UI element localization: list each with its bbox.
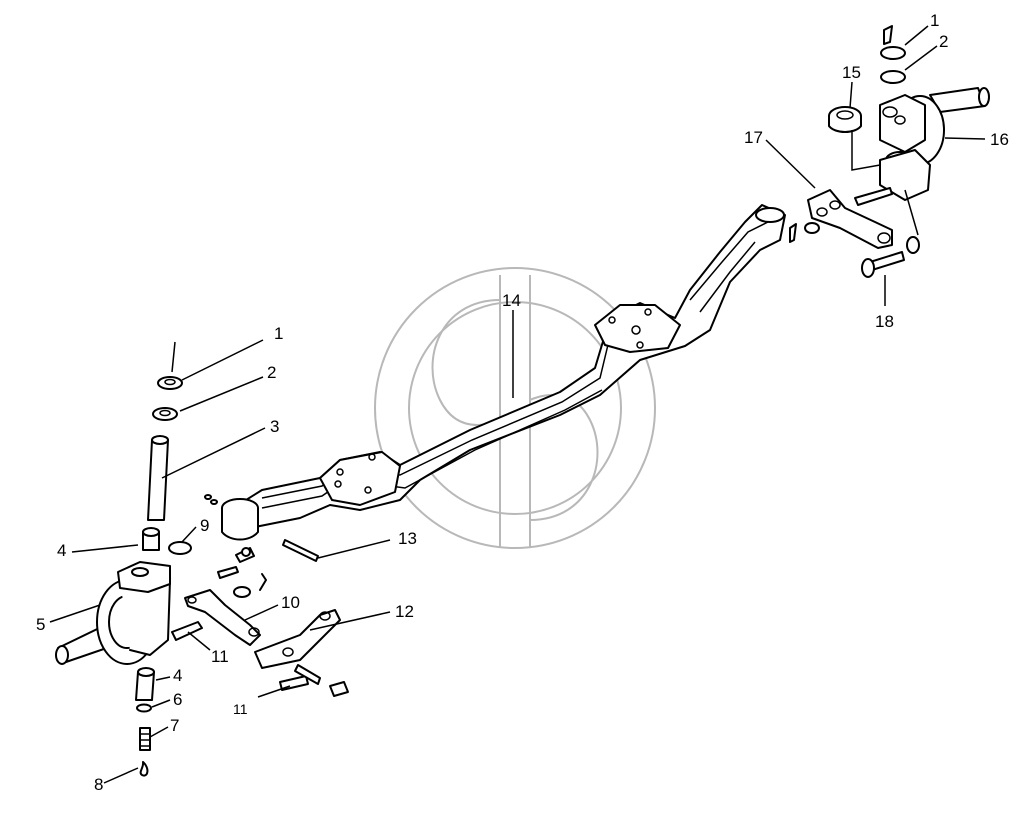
callout-9: 9	[200, 516, 209, 535]
callout-6: 6	[173, 690, 182, 709]
callout-3: 3	[270, 417, 279, 436]
callout-12: 12	[395, 602, 414, 621]
left-steering-knuckle	[55, 561, 171, 665]
callout-5: 5	[36, 615, 45, 634]
right-kingpin-stack	[828, 25, 906, 171]
callout-7: 7	[170, 716, 179, 735]
callout-13: 13	[398, 529, 417, 548]
leader-lines	[49, 25, 986, 784]
callout-1-left: 1	[274, 324, 283, 343]
callout-15: 15	[842, 63, 861, 82]
left-steering-arms	[171, 494, 349, 697]
callout-2-right: 2	[939, 32, 948, 51]
callout-4-upper: 4	[57, 541, 66, 560]
callout-14: 14	[502, 291, 521, 310]
callout-1-right: 1	[930, 11, 939, 30]
right-steering-knuckle	[879, 87, 990, 201]
callout-4-lower: 4	[173, 666, 182, 685]
callout-labels: 1 2 3 4 5 9 4 6 7 8 10 11 11 12 13 14 15…	[36, 11, 1009, 794]
callout-10: 10	[281, 593, 300, 612]
callout-16: 16	[990, 130, 1009, 149]
callout-11-upper: 11	[211, 647, 229, 666]
right-steering-arm	[789, 187, 920, 278]
callout-11-lower: 11	[233, 701, 248, 717]
left-kingpin-stack	[135, 341, 192, 777]
callout-8: 8	[94, 775, 103, 794]
callout-2-left: 2	[267, 363, 276, 382]
axle-beam	[221, 204, 786, 541]
callout-17: 17	[744, 128, 763, 147]
callout-18: 18	[875, 312, 894, 331]
